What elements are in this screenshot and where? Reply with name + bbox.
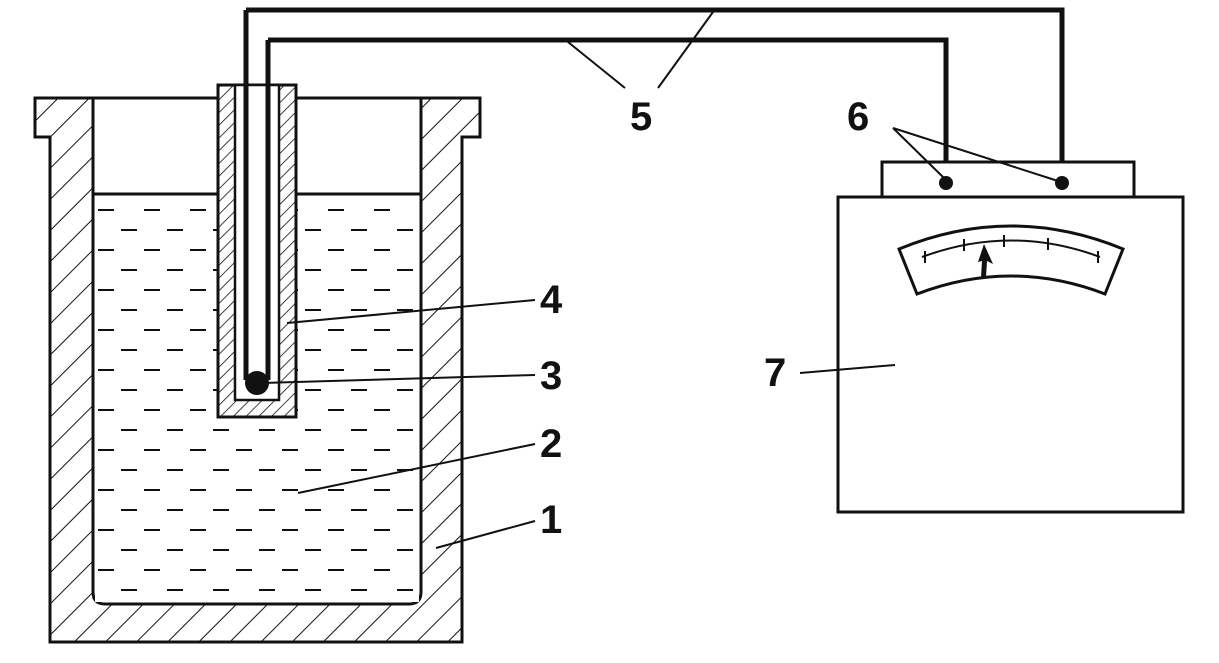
outer-wire bbox=[246, 7, 1065, 181]
label-4: 4 bbox=[540, 278, 563, 322]
leader-5b bbox=[657, 11, 714, 89]
leader-7 bbox=[799, 364, 896, 374]
dial-scale bbox=[921, 239, 1101, 258]
label-2: 2 bbox=[540, 422, 562, 466]
terminal-left bbox=[939, 176, 953, 190]
leader-2 bbox=[297, 443, 536, 494]
sheath-bore bbox=[233, 83, 281, 402]
label-7: 7 bbox=[764, 351, 786, 395]
leader-5a bbox=[567, 41, 626, 89]
thermocouple-probe bbox=[216, 10, 298, 419]
leader-lines bbox=[261, 11, 1059, 549]
label-1: 1 bbox=[540, 498, 562, 542]
meter-needle bbox=[978, 244, 993, 277]
galvanometer bbox=[836, 160, 1185, 514]
connecting-wires bbox=[246, 7, 1065, 181]
label-6: 6 bbox=[847, 95, 869, 139]
meter-dial bbox=[897, 224, 1125, 296]
terminal-block bbox=[880, 160, 1136, 200]
dial-window bbox=[897, 224, 1125, 296]
leader-6b bbox=[892, 127, 1059, 182]
terminal-right bbox=[1055, 176, 1069, 190]
leader-6a bbox=[892, 127, 945, 179]
leader-1 bbox=[435, 520, 536, 549]
label-5: 5 bbox=[630, 95, 652, 139]
vessel bbox=[33, 96, 482, 644]
leader-3 bbox=[261, 374, 536, 384]
inner-wire bbox=[268, 37, 949, 181]
leader-4 bbox=[286, 299, 536, 324]
hot-junction bbox=[245, 371, 269, 395]
label-3: 3 bbox=[540, 354, 562, 398]
